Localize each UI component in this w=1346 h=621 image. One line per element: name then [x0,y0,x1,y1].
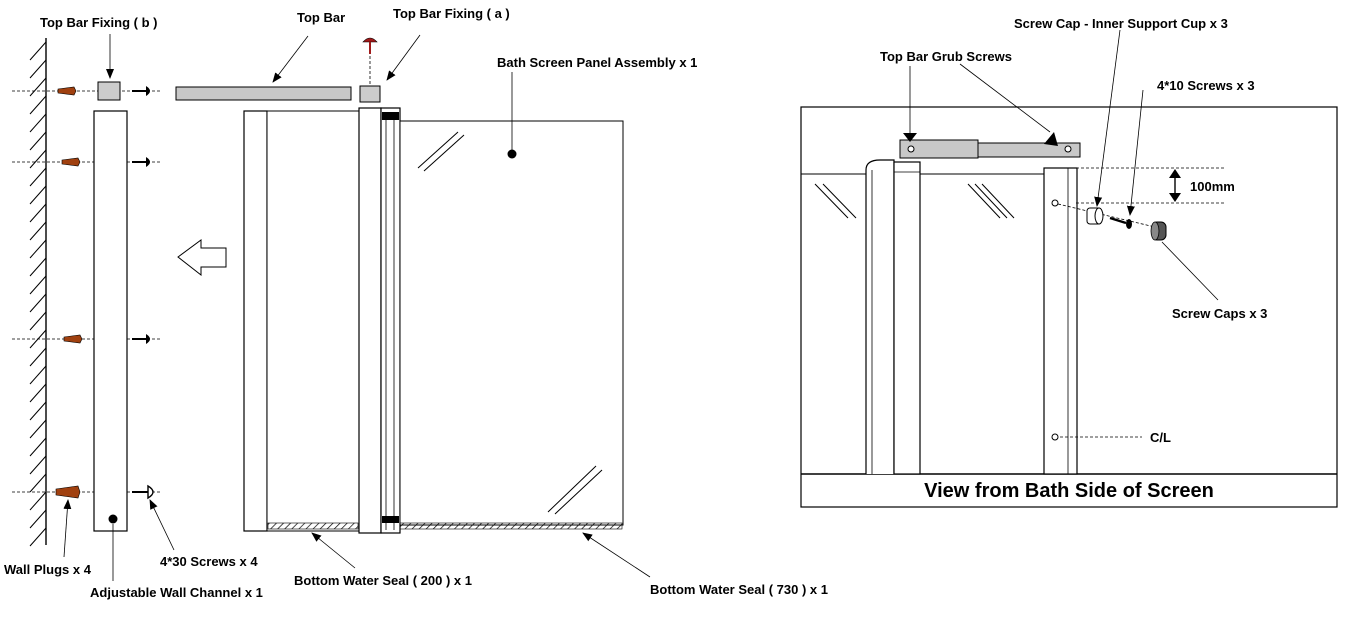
screws-4x30 [132,86,154,500]
screw-icon [362,37,378,43]
leader-lines-right [909,29,1219,301]
top-bar-fixing-a [359,85,381,103]
label-centre-line: C/L [1150,430,1171,445]
leader-lines-left [63,34,651,581]
top-bar-fixing-b [97,81,121,101]
channel-marker [108,514,118,524]
screw-icon [1109,216,1132,229]
label-dim-100mm: 100mm [1190,179,1235,194]
label-top-bar-fixing-b: Top Bar Fixing ( b ) [40,15,157,30]
label-top-bar-fixing-a: Top Bar Fixing ( a ) [393,6,510,21]
label-adjustable-wall-channel: Adjustable Wall Channel x 1 [90,585,263,600]
arrow-left-outline-icon [177,239,227,277]
screw-cap-icon [1150,221,1167,241]
label-bottom-seal-200: Bottom Water Seal ( 200 ) x 1 [294,573,472,588]
grub-screw [907,145,915,153]
glass-reflection [417,131,603,515]
inner-support-cup [1086,207,1104,225]
wall-channel-side [1043,167,1078,475]
fixing-screw [362,37,378,86]
label-wall-plugs: Wall Plugs x 4 [4,562,92,577]
wall-hatching [29,41,47,547]
adjustable-wall-channel [93,110,128,532]
drill-lines [12,90,160,493]
label-bath-screen-panel: Bath Screen Panel Assembly x 1 [497,55,697,70]
wall-plug-icon [55,485,81,499]
label-top-bar-grub-screws: Top Bar Grub Screws [880,49,1012,64]
panel-marker [507,149,517,159]
bottom-water-seal-730 [399,522,623,530]
wall-plug-icon [57,86,77,96]
bath-screen-panel-assembly [243,107,624,534]
wall [29,38,47,547]
bath-side-view [800,106,1338,508]
wall-plug-icon [61,157,81,167]
screw-icon [132,484,154,500]
glass-reflection [814,183,1015,219]
view-caption: View from Bath Side of Screen [924,480,1214,502]
label-screws-4x30: 4*30 Screws x 4 [160,554,258,569]
label-screws-4x10: 4*10 Screws x 3 [1157,78,1255,93]
wall-plugs [55,86,83,499]
wall-plug-icon [63,334,83,344]
bottom-water-seal-200 [267,522,359,530]
screw-icon [132,86,150,96]
grub-screw [1064,145,1072,153]
label-top-bar: Top Bar [297,10,345,25]
screw-icon [132,334,150,344]
screw-icon [132,157,150,167]
label-screw-caps: Screw Caps x 3 [1172,306,1267,321]
top-bar [175,86,352,101]
label-bottom-seal-730: Bottom Water Seal ( 730 ) x 1 [650,582,828,597]
label-screw-cap-inner-support-cup: Screw Cap - Inner Support Cup x 3 [1014,16,1228,31]
